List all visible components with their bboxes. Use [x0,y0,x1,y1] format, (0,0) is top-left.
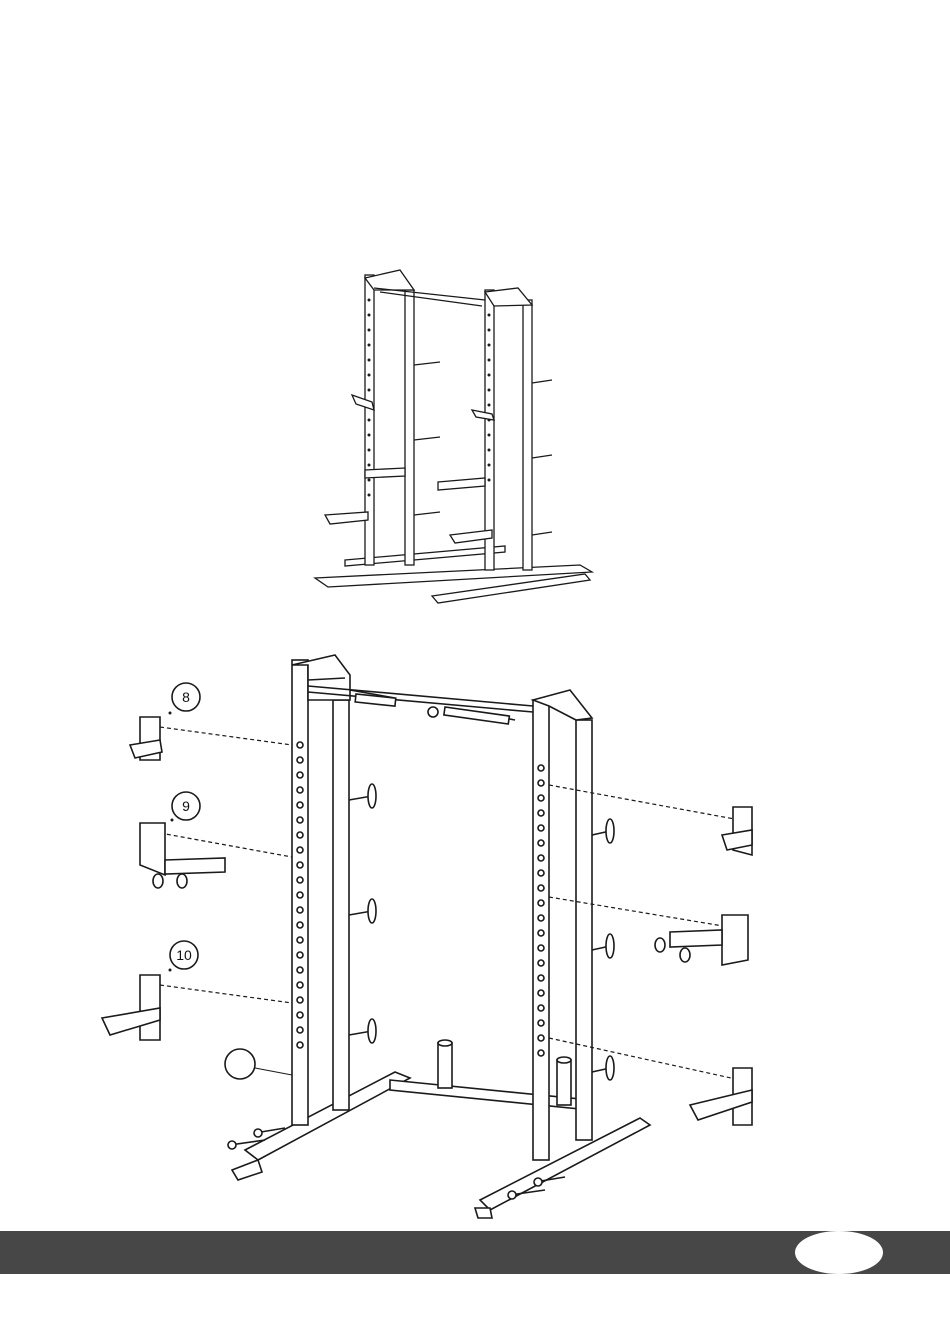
j-hook-right [722,807,752,855]
safety-arm-right [690,1068,752,1125]
storage-peg-bracket-left [140,823,225,888]
callout-9: 9 [172,792,200,820]
callout-8: 8 [172,683,200,711]
safety-arm-left [102,975,160,1040]
svg-text:10: 10 [176,947,192,963]
j-hook-left [130,717,162,760]
callout-frame [225,1049,292,1079]
svg-text:9: 9 [182,798,190,814]
svg-text:8: 8 [182,689,190,705]
callout-10: 10 [170,941,198,969]
page-number-badge [795,1231,883,1274]
